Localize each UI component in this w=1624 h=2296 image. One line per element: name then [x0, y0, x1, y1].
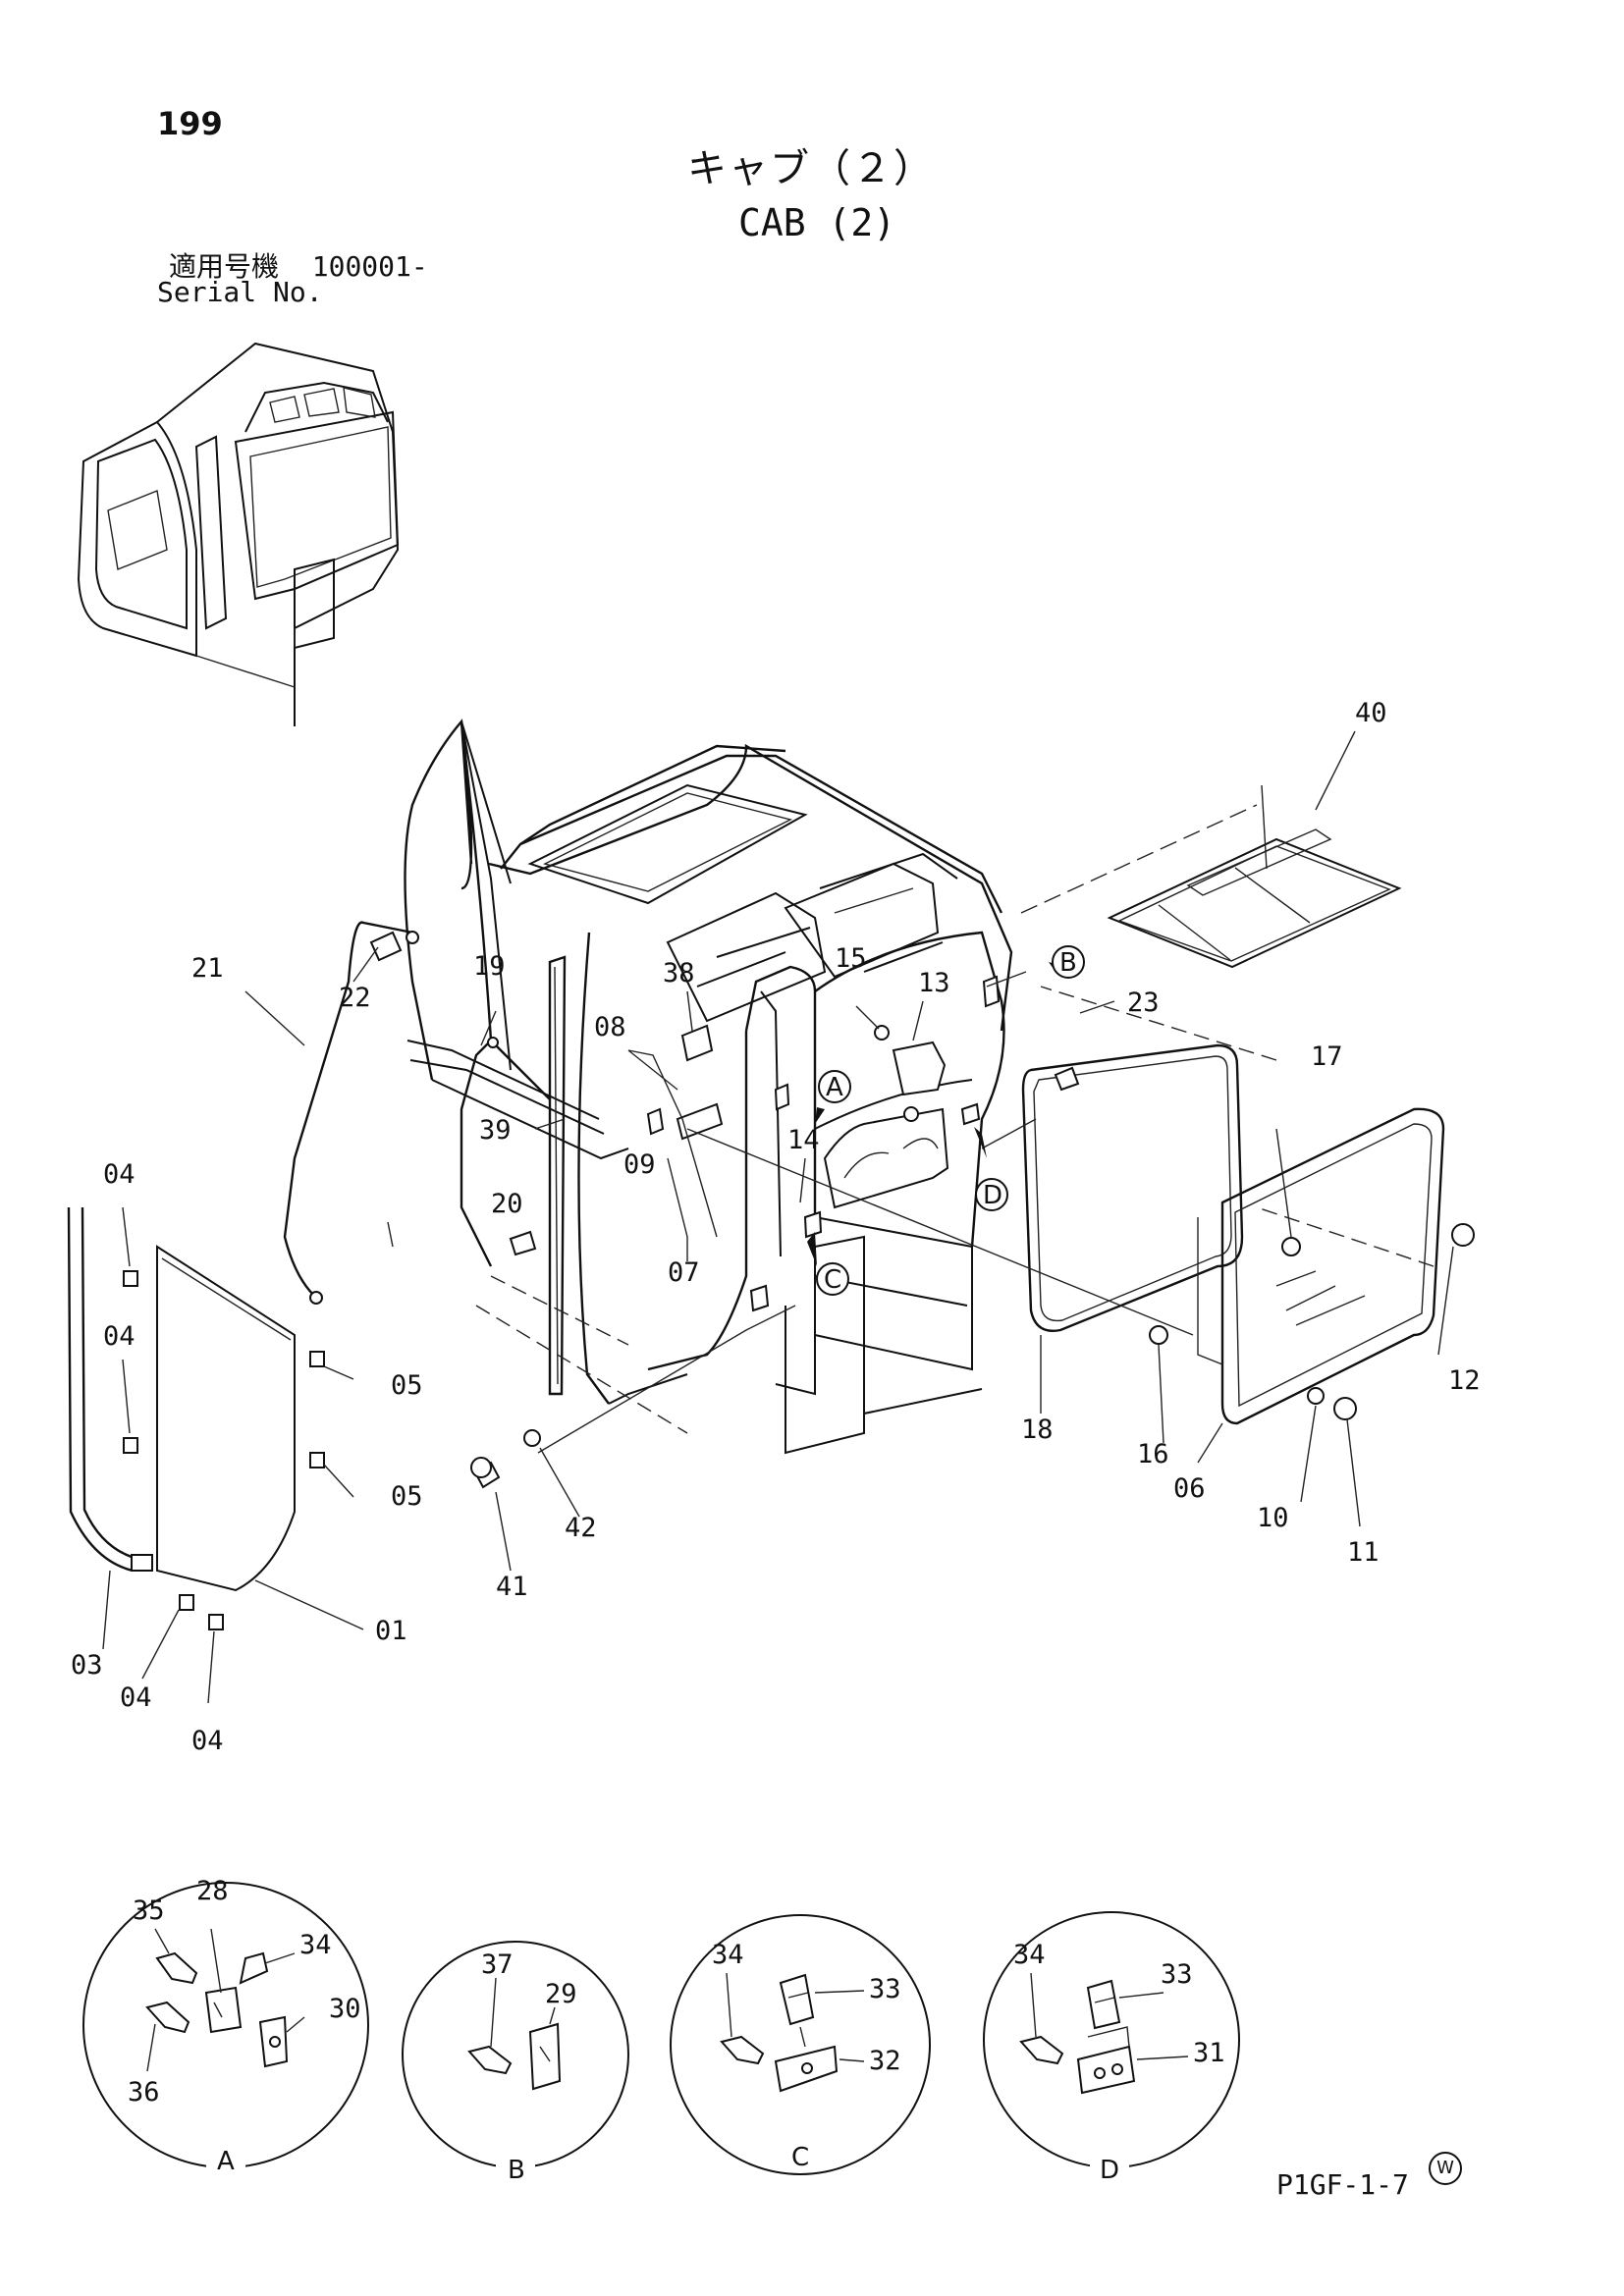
- detail-a-part-35: 35: [133, 1896, 165, 1926]
- callout-08: 08: [594, 1012, 626, 1042]
- callout-21: 21: [191, 953, 224, 984]
- callout-38: 38: [663, 958, 695, 988]
- callout-04-bottom: 04: [191, 1726, 224, 1756]
- detail-view-d: 34 33 31 D: [983, 1911, 1240, 2185]
- title-japanese: キャブ（２）: [687, 146, 935, 191]
- callout-22: 22: [339, 983, 371, 1013]
- detail-c-part-33: 33: [869, 1974, 901, 2004]
- callout-40: 40: [1355, 698, 1387, 728]
- detail-b-part-37: 37: [481, 1949, 514, 1980]
- detail-c-part-34: 34: [712, 1940, 744, 1970]
- callout-03: 03: [71, 1650, 103, 1681]
- callout-11: 11: [1347, 1537, 1380, 1568]
- detail-view-a: 35 28 34 30 36 A: [82, 1876, 369, 2176]
- callout-18: 18: [1021, 1415, 1054, 1445]
- leader-lines: [102, 730, 1454, 1704]
- detail-d-part-33: 33: [1161, 1959, 1193, 1990]
- callout-42: 42: [565, 1513, 597, 1543]
- callout-09: 09: [623, 1149, 656, 1180]
- callout-05-lower: 05: [391, 1481, 423, 1512]
- callout-41: 41: [496, 1572, 528, 1602]
- callout-01: 01: [375, 1616, 407, 1646]
- detail-view-b: 37 29 B: [402, 1941, 629, 2185]
- callout-04-bottom-left: 04: [120, 1682, 152, 1713]
- callout-20: 20: [491, 1189, 523, 1219]
- callout-labels: 40 21 22 19 38 15 13 23 08 39 A B 17 04 …: [71, 698, 1481, 1756]
- serial-label-english: Serial No.: [157, 276, 323, 308]
- callout-letter-c: C: [824, 1265, 841, 1295]
- detail-b-part-29: 29: [545, 1979, 577, 2009]
- callout-17: 17: [1311, 1041, 1343, 1072]
- callout-04-mid: 04: [103, 1321, 135, 1352]
- detail-a-part-28: 28: [196, 1876, 229, 1906]
- w-circle-mark: W: [1429, 2152, 1462, 2185]
- callout-06: 06: [1173, 1473, 1206, 1504]
- page-number: 199: [157, 105, 223, 142]
- loose-parts: [67, 828, 1475, 1630]
- callout-12: 12: [1448, 1365, 1481, 1396]
- detail-a-part-36: 36: [128, 2077, 160, 2108]
- detail-a-part-34: 34: [299, 1930, 332, 1960]
- detail-d-part-34: 34: [1013, 1940, 1046, 1970]
- callout-10: 10: [1257, 1503, 1289, 1533]
- serial-label-japanese: 適用号機 100001-: [169, 253, 428, 281]
- detail-b-label: B: [508, 2156, 525, 2185]
- detail-a-label: A: [217, 2147, 235, 2176]
- detail-c-part-32: 32: [869, 2046, 901, 2076]
- serial-range: 100001-: [311, 250, 428, 283]
- title-english: CAB (2): [738, 201, 896, 244]
- callout-13: 13: [918, 968, 950, 998]
- callout-23: 23: [1127, 988, 1160, 1018]
- drawing-code: P1GF-1-7: [1276, 2168, 1409, 2201]
- callout-16: 16: [1137, 1439, 1169, 1469]
- callout-19: 19: [473, 951, 506, 982]
- callout-15: 15: [835, 943, 867, 974]
- callout-circles: [807, 945, 1085, 1296]
- detail-a-part-30: 30: [329, 1994, 361, 2024]
- detail-d-part-31: 31: [1193, 2038, 1225, 2068]
- callout-letter-b: B: [1059, 948, 1077, 978]
- callout-39: 39: [479, 1115, 512, 1146]
- callout-14: 14: [787, 1125, 820, 1155]
- detail-d-label: D: [1100, 2156, 1119, 2185]
- main-cab-frame: [404, 719, 1013, 1455]
- callout-letter-a: A: [826, 1073, 843, 1102]
- callout-04-top: 04: [103, 1159, 135, 1190]
- detail-c-label: C: [791, 2143, 809, 2172]
- callout-05-upper: 05: [391, 1370, 423, 1401]
- serial-label-jp-text: 適用号機: [169, 250, 280, 283]
- overview-cab-drawing: [77, 342, 400, 726]
- detail-view-c: 34 33 32 C: [670, 1914, 931, 2175]
- callout-07: 07: [668, 1257, 700, 1288]
- callout-letter-d: D: [983, 1181, 1002, 1210]
